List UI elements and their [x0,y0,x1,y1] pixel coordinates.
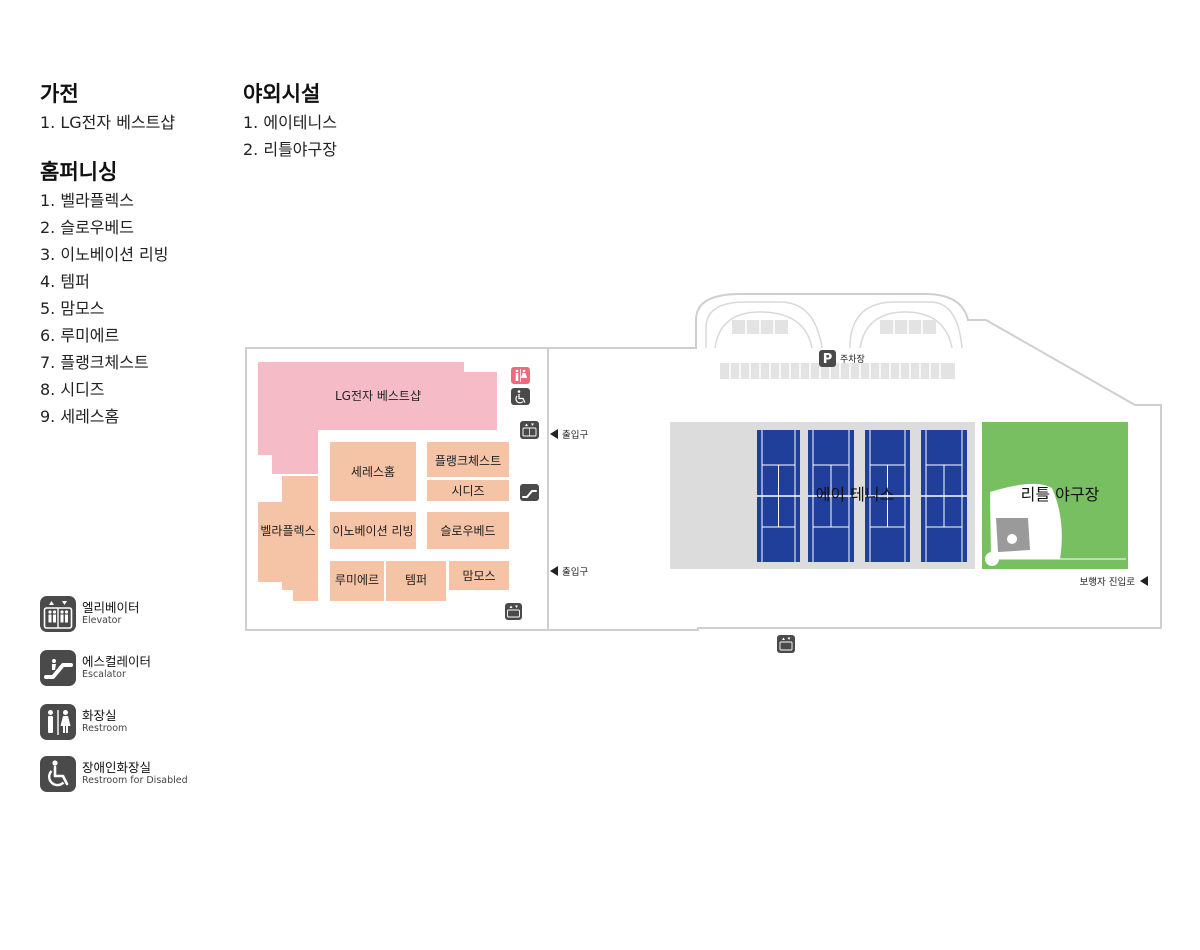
legend-sublabel: Restroom for Disabled [82,775,188,786]
pedestrian-entrance-marker[interactable]: 보행자 진입로 [1080,576,1148,588]
list-item[interactable]: 2. 슬로우베드 [40,218,134,237]
tennis-court-lines [757,430,967,562]
legend-label: 엘리베이터 [82,600,140,615]
category-title-home-furnishing: 홈퍼니싱 [40,160,118,184]
list-item[interactable]: 4. 템퍼 [40,272,90,291]
legend-label: 에스컬레이터 [82,654,152,669]
list-item[interactable]: 1. LG전자 베스트샵 [40,113,176,132]
list-item[interactable]: 9. 세레스홈 [40,407,120,426]
restroom-icon[interactable] [511,367,530,384]
parking-label: 주차장 [840,353,865,365]
list-item[interactable]: 3. 이노베이션 리빙 [40,245,169,264]
store-label: LG전자 베스트샵 [335,389,421,403]
store-bellaflex[interactable] [258,476,318,601]
entrance-label: 출입구 [562,429,588,441]
legend-sublabel: Elevator [82,615,122,626]
appliances-list: 1. LG전자 베스트샵 [40,109,175,136]
arrow-left-icon [1140,576,1148,586]
wheelchair-icon[interactable] [511,388,530,405]
store-label: 템퍼 [405,573,427,587]
store-label: 이노베이션 리빙 [332,524,413,538]
store-label: 루미에르 [335,573,379,587]
building-outline [245,293,1162,631]
entrance-label: 출입구 [562,566,588,578]
pitcher-mound [1007,534,1017,544]
elevator-icon[interactable] [520,421,539,439]
tennis-label: 에이 테니스 [816,485,895,504]
store-label: 세레스홈 [351,465,395,479]
store-slowbed[interactable] [427,512,509,549]
restroom-icon [40,704,76,740]
store-ceres-home[interactable] [330,442,416,501]
legend-item-elevator: 엘리베이터 Elevator [40,596,230,636]
legend-label: 장애인화장실 [82,760,152,775]
store-innovation-living[interactable] [330,512,416,549]
elevator-icon [40,596,76,632]
legend-sublabel: Escalator [82,669,126,680]
outdoor-list: 1. 에이테니스 2. 리틀야구장 [243,109,337,163]
entrance-marker[interactable]: 출입구 [550,429,588,441]
wheelchair-icon [40,756,76,792]
store-lumiere[interactable] [330,561,384,601]
store-sidiz[interactable] [427,480,509,501]
parking-icon [819,350,836,367]
store-label: 벨라플렉스 [260,524,315,538]
list-item[interactable]: 1. 벨라플렉스 [40,191,134,210]
escalator-icon[interactable] [520,484,539,501]
store-label: 맘모스 [462,569,495,583]
list-item[interactable]: 7. 플랭크체스트 [40,353,149,372]
pedestrian-label: 보행자 진입로 [1080,576,1136,588]
store-tempur[interactable] [386,561,446,601]
store-lg-bestshop[interactable] [258,362,497,474]
arrow-left-icon [550,566,558,576]
legend-label: 화장실 [82,708,117,723]
baseball-label: 리틀 야구장 [1021,485,1100,504]
store-plank-chest[interactable] [427,442,509,477]
parking-symbol: P [823,352,833,367]
arrow-left-icon [550,429,558,439]
store-label: 시디즈 [451,484,484,498]
legend-item-restroom: 화장실 Restroom [40,704,230,744]
parking-area [705,301,963,349]
list-item[interactable]: 8. 시디즈 [40,380,105,399]
elevator-icon[interactable] [505,603,522,620]
list-item[interactable]: 5. 맘모스 [40,299,105,318]
legend-item-escalator: 에스컬레이터 Escalator [40,650,230,690]
legend-sublabel: Restroom [82,723,128,734]
entrance-marker[interactable]: 출입구 [550,566,588,578]
list-item[interactable]: 1. 에이테니스 [243,113,337,132]
list-item[interactable]: 2. 리틀야구장 [243,140,337,159]
store-label: 플랭크체스트 [435,454,501,468]
elevator-icon[interactable] [777,635,795,653]
store-mammoth[interactable] [449,561,509,590]
category-title-appliances: 가전 [40,82,79,106]
store-label: 슬로우베드 [440,524,495,538]
parking-sign[interactable]: P 주차장 [819,350,865,367]
category-title-outdoor: 야외시설 [243,82,321,106]
legend-item-restroom-disabled: 장애인화장실 Restroom for Disabled [40,756,230,796]
escalator-icon [40,650,76,686]
list-item[interactable]: 6. 루미에르 [40,326,120,345]
home-furnishing-list: 1. 벨라플렉스 2. 슬로우베드 3. 이노베이션 리빙 4. 템퍼 5. 맘… [40,187,168,430]
